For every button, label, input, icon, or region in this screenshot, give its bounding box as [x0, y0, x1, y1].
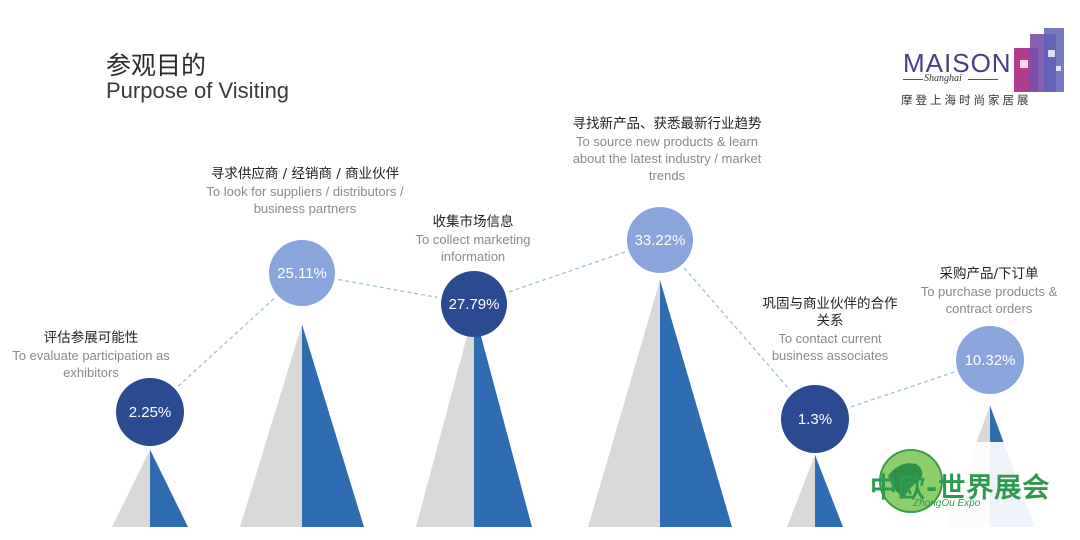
value-label: 2.25%	[129, 404, 172, 421]
peak-bar	[660, 280, 732, 527]
peak-bar-shadow	[588, 280, 660, 527]
category-label-zh: 巩固与商业伙伴的合作关系	[762, 296, 898, 329]
category-label-en: To evaluate participation as exhibitors	[12, 348, 170, 380]
category-label-zh: 寻找新产品、获悉最新行业趋势	[572, 116, 762, 132]
value-label: 33.22%	[635, 232, 686, 249]
category-label-en: To look for suppliers / distributors / b…	[206, 184, 404, 216]
category-label-4: 巩固与商业伙伴的合作关系 To contact current business…	[762, 296, 898, 364]
connector-line	[338, 278, 438, 299]
value-circle	[627, 207, 693, 273]
peak-bar	[302, 324, 364, 527]
connector-line	[850, 371, 955, 408]
category-label-en: To collect marketing information	[415, 232, 531, 264]
category-label-zh: 采购产品/下订单	[939, 266, 1039, 282]
value-label: 1.3%	[798, 411, 832, 428]
category-label-zh: 寻求供应商 / 经销商 / 商业伙伴	[210, 166, 400, 182]
peak-bar-shadow	[112, 449, 150, 527]
peak-bar-shadow	[787, 454, 815, 527]
category-label-zh: 收集市场信息	[432, 214, 514, 230]
category-label-0: 评估参展可能性 To evaluate participation as exh…	[6, 330, 176, 381]
value-label: 27.79%	[449, 296, 500, 313]
peak-bar-shadow	[416, 309, 474, 527]
value-circle	[956, 326, 1024, 394]
category-label-en: To purchase products & contract orders	[920, 284, 1058, 316]
category-label-2: 收集市场信息 To collect marketing information	[398, 214, 548, 265]
category-label-5: 采购产品/下订单 To purchase products & contract…	[908, 266, 1070, 317]
category-label-en: To contact current business associates	[771, 331, 889, 363]
peak-bar	[815, 454, 843, 527]
page-title-zh: 参观目的	[106, 51, 207, 80]
category-label-zh: 评估参展可能性	[43, 330, 139, 346]
peak-bar-shadow	[240, 324, 302, 527]
value-circle	[116, 378, 184, 446]
value-label: 10.32%	[965, 352, 1016, 369]
peak-bar	[150, 449, 188, 527]
value-circle	[441, 271, 507, 337]
logo-name: MAISON	[903, 48, 1012, 78]
category-label-en: To source new products & learn about the…	[572, 134, 762, 183]
watermark-en: ZhongOu Expo	[913, 498, 981, 509]
logo-cn: 摩登上海时尚家居展	[901, 93, 1032, 107]
value-label: 25.11%	[277, 265, 327, 282]
value-circle	[781, 385, 849, 453]
category-label-1: 寻求供应商 / 经销商 / 商业伙伴 To look for suppliers…	[190, 166, 420, 217]
maison-logo-icon	[1014, 28, 1064, 92]
category-label-3: 寻找新产品、获悉最新行业趋势 To source new products & …	[562, 116, 772, 184]
page-title-en: Purpose of Visiting	[106, 78, 290, 103]
peak-bar	[474, 309, 532, 527]
logo-divider-right	[968, 79, 998, 80]
watermark-cn: 中欧-世界展会	[870, 473, 1051, 504]
connector-line	[683, 267, 791, 391]
logo-sub: Shanghai	[924, 73, 962, 84]
value-circle	[269, 240, 335, 306]
connector-line	[177, 297, 276, 387]
logo-divider-left	[903, 79, 923, 80]
globe-icon	[879, 449, 943, 513]
